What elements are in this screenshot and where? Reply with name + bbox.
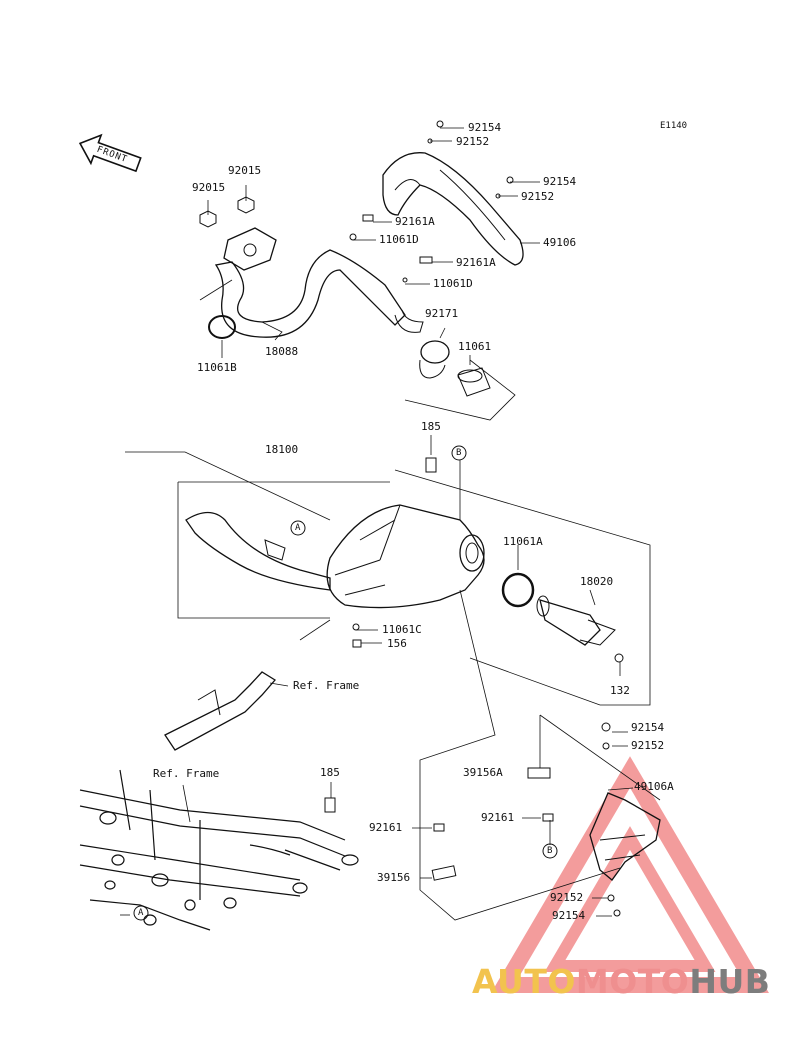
- part-11061c: 11061C: [382, 623, 422, 636]
- part-92152-c: 92152: [631, 739, 665, 752]
- callout-b-top-label: B: [456, 448, 462, 458]
- part-92154-d: 92154: [552, 909, 586, 922]
- callout-b-bottom: [542, 843, 558, 859]
- part-18020: 18020: [580, 575, 614, 588]
- part-11061b: 11061B: [197, 361, 237, 374]
- callout-b-bottom-label: B: [547, 846, 553, 856]
- spark-arrester-18020: [539, 599, 601, 646]
- muffler-18100: [326, 504, 485, 609]
- frame-bracket: [164, 671, 276, 751]
- gasket-11061a: [501, 572, 535, 608]
- exhaust-pipe-18088: [214, 249, 406, 338]
- watermark-moto: MOTO: [575, 962, 690, 1001]
- part-39156: 39156: [377, 871, 411, 884]
- part-11061d-b: 11061D: [433, 277, 473, 290]
- frame-structure: [79, 769, 359, 931]
- part-18088: 18088: [265, 345, 299, 358]
- callout-a-mid: [290, 520, 306, 536]
- pipe-flange: [223, 227, 277, 271]
- part-92161a-a: 92161A: [395, 215, 435, 228]
- part-92161a-b: 92161A: [456, 256, 496, 269]
- watermark-logo: [491, 756, 769, 993]
- part-92171: 92171: [425, 307, 459, 320]
- watermark-auto: AUTO: [472, 962, 576, 1001]
- part-185-b: 185: [320, 766, 340, 779]
- part-11061a: 11061A: [503, 535, 543, 548]
- ref-frame-a: Ref. Frame: [293, 679, 360, 692]
- part-49106a: 49106A: [634, 780, 674, 793]
- part-39156a: 39156A: [463, 766, 503, 779]
- part-11061d-a: 11061D: [379, 233, 419, 246]
- part-156: 156: [387, 637, 407, 650]
- watermark-hub: HUB: [689, 962, 771, 1001]
- callout-a-mid-label: A: [295, 523, 301, 533]
- part-92154-c: 92154: [631, 721, 665, 734]
- leader-lines: [120, 127, 661, 921]
- watermark-text: AUTOMOTOHUB: [472, 962, 770, 1001]
- front-arrow-icon: [78, 133, 142, 173]
- part-92154-b: 92154: [543, 175, 577, 188]
- part-185-a: 185: [421, 420, 441, 433]
- ref-frame-b: Ref. Frame: [153, 767, 220, 780]
- part-92152-d: 92152: [550, 891, 584, 904]
- tail-pipe: [185, 511, 331, 591]
- part-132: 132: [610, 684, 630, 697]
- gasket-11061b: [208, 315, 236, 339]
- part-18100: 18100: [265, 443, 299, 456]
- muffler-cover-49106: [382, 152, 524, 266]
- part-92154-a: 92154: [468, 121, 502, 134]
- part-92152-a: 92152: [456, 135, 490, 148]
- part-92161-b: 92161: [481, 811, 515, 824]
- part-49106: 49106: [543, 236, 577, 249]
- callout-a-bottom: [133, 905, 149, 921]
- diagram-code: E1140: [660, 121, 688, 131]
- part-92161-a: 92161: [369, 821, 403, 834]
- part-11061: 11061: [458, 340, 492, 353]
- part-92152-b: 92152: [521, 190, 555, 203]
- part-92015-b: 92015: [192, 181, 226, 194]
- part-92015-a: 92015: [228, 164, 262, 177]
- callout-b-top: [451, 445, 467, 461]
- callout-a-bottom-label: A: [138, 908, 144, 918]
- clamp-92171: [420, 340, 450, 364]
